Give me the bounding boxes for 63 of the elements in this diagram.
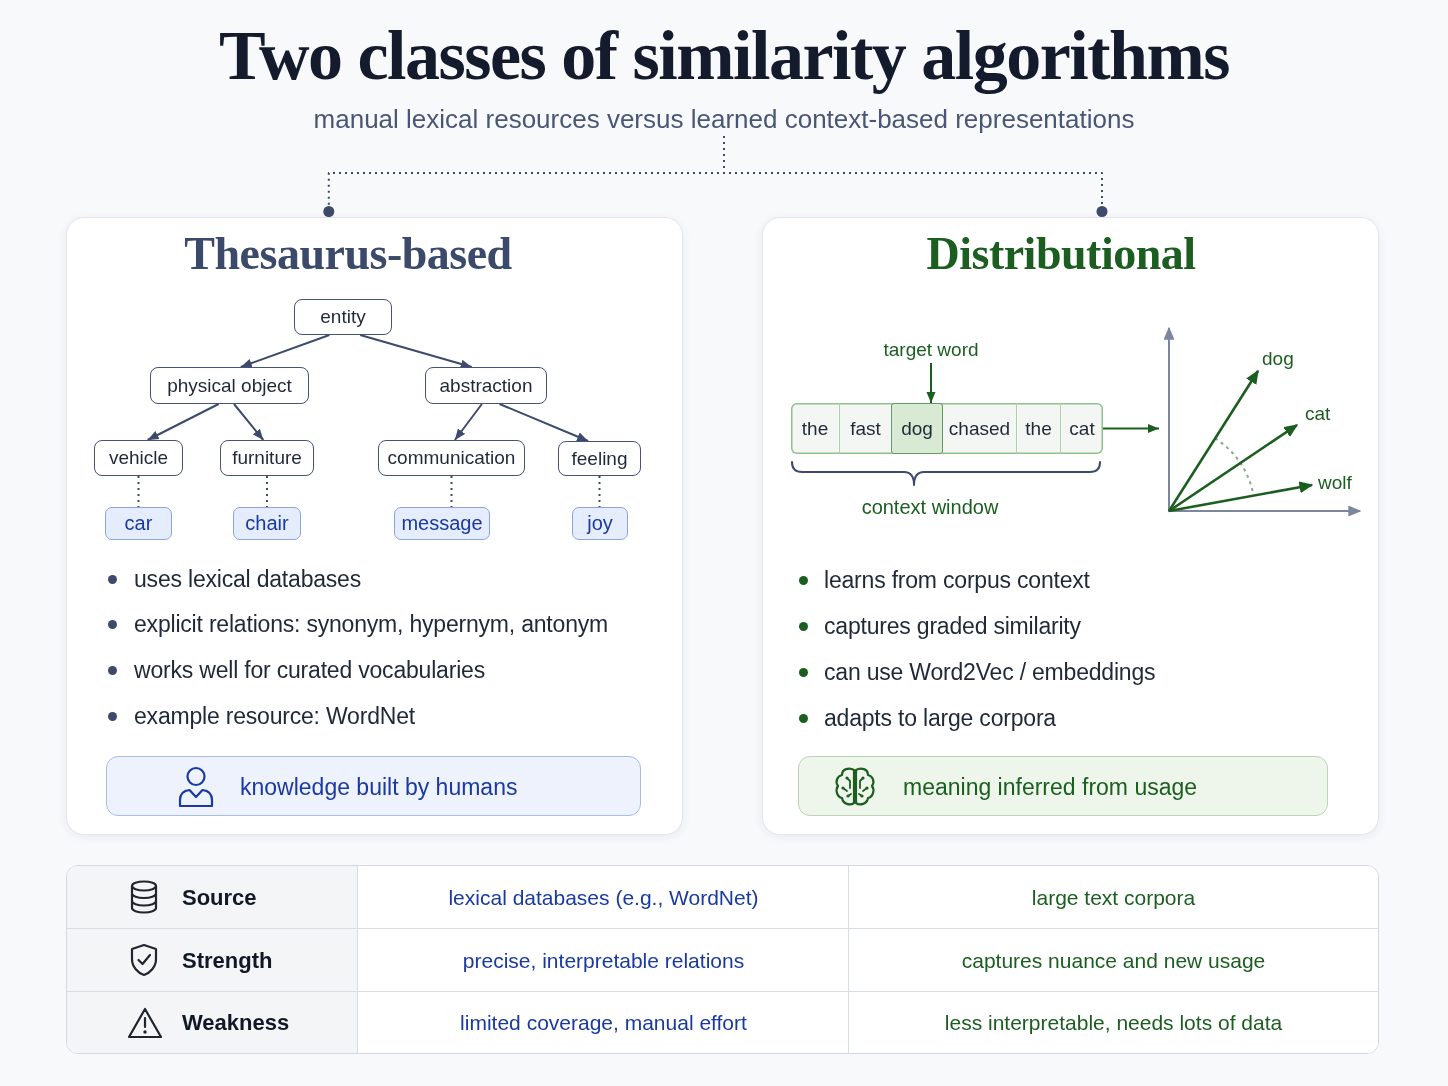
bullet-text: adapts to large corpora (824, 704, 1056, 733)
word-cell: the (791, 403, 840, 454)
arrow (359, 334, 473, 369)
highlighted-word-cell: dog (891, 403, 943, 454)
dotted-line (450, 475, 453, 508)
banner-text: knowledge built by humans (240, 773, 518, 802)
vector-label: cat (1305, 402, 1331, 426)
concept-box: physical object (150, 367, 309, 404)
note-banner (106, 756, 641, 816)
arrow (233, 403, 265, 441)
bullet-text: example resource: WordNet (134, 702, 415, 731)
row-header-label: Strength (182, 946, 273, 975)
subtitle: manual lexical resources versus learned context-based representations (313, 102, 1135, 136)
table-value: large text corpora (1031, 884, 1196, 911)
bullet-text: uses lexical databases (134, 565, 361, 594)
vector-label: wolf (1318, 471, 1352, 495)
table-value: limited coverage, manual effort (460, 1009, 747, 1036)
concept-box: vehicle (94, 440, 183, 476)
note-banner (798, 756, 1328, 816)
arrow (453, 403, 483, 441)
concept-box: furniture (220, 440, 314, 476)
bullet-text: works well for curated vocabularies (134, 656, 485, 685)
dotted-line (137, 475, 140, 508)
panel-card (66, 217, 683, 835)
panel-heading: Distributional (926, 227, 1196, 281)
example-word-box: message (394, 507, 490, 540)
concept-box: abstraction (425, 367, 547, 404)
word-cell: fast (840, 403, 891, 454)
row-header-label: Source (182, 883, 257, 912)
arrow (498, 403, 590, 442)
bullet-text: explicit relations: synonym, hypernym, antonym (134, 610, 608, 639)
word-sequence-box (791, 403, 1103, 454)
panel-heading: Thesaurus-based (184, 227, 512, 281)
concept-box: entity (294, 299, 392, 335)
arrow (239, 334, 331, 368)
bullet-text: can use Word2Vec / embeddings (824, 658, 1156, 687)
bracket-label: context window (861, 495, 999, 520)
row-header-label: Weakness (182, 1008, 290, 1037)
table-value: less interpretable, needs lots of data (944, 1009, 1283, 1036)
table-value: captures nuance and new usage (961, 947, 1266, 974)
word-cell: cat (1061, 403, 1103, 454)
dotted-connector (723, 135, 1108, 218)
table-value: lexical databases (e.g., WordNet) (448, 884, 759, 911)
banner-text: meaning inferred from usage (903, 773, 1198, 802)
example-word-box: chair (233, 507, 301, 540)
arrow (146, 403, 220, 441)
word-cell: chased (943, 403, 1017, 454)
concept-box: communication (378, 440, 525, 476)
concept-box: feeling (558, 441, 641, 476)
panel-card (762, 217, 1379, 835)
arrow (926, 362, 936, 404)
arrow (1102, 424, 1160, 433)
dotted-line (266, 475, 268, 508)
bullet-text: captures graded similarity (824, 612, 1081, 641)
word-cell: the (1017, 403, 1061, 454)
dotted-line (598, 475, 601, 508)
table-value: precise, interpretable relations (462, 947, 745, 974)
bullet-text: learns from corpus context (824, 566, 1090, 595)
example-word-box: joy (572, 507, 628, 540)
example-word-box: car (105, 507, 172, 540)
title: Two classes of similarity algorithms (218, 16, 1230, 96)
annotation-label: target word (883, 337, 979, 363)
vector-label: dog (1262, 347, 1294, 371)
